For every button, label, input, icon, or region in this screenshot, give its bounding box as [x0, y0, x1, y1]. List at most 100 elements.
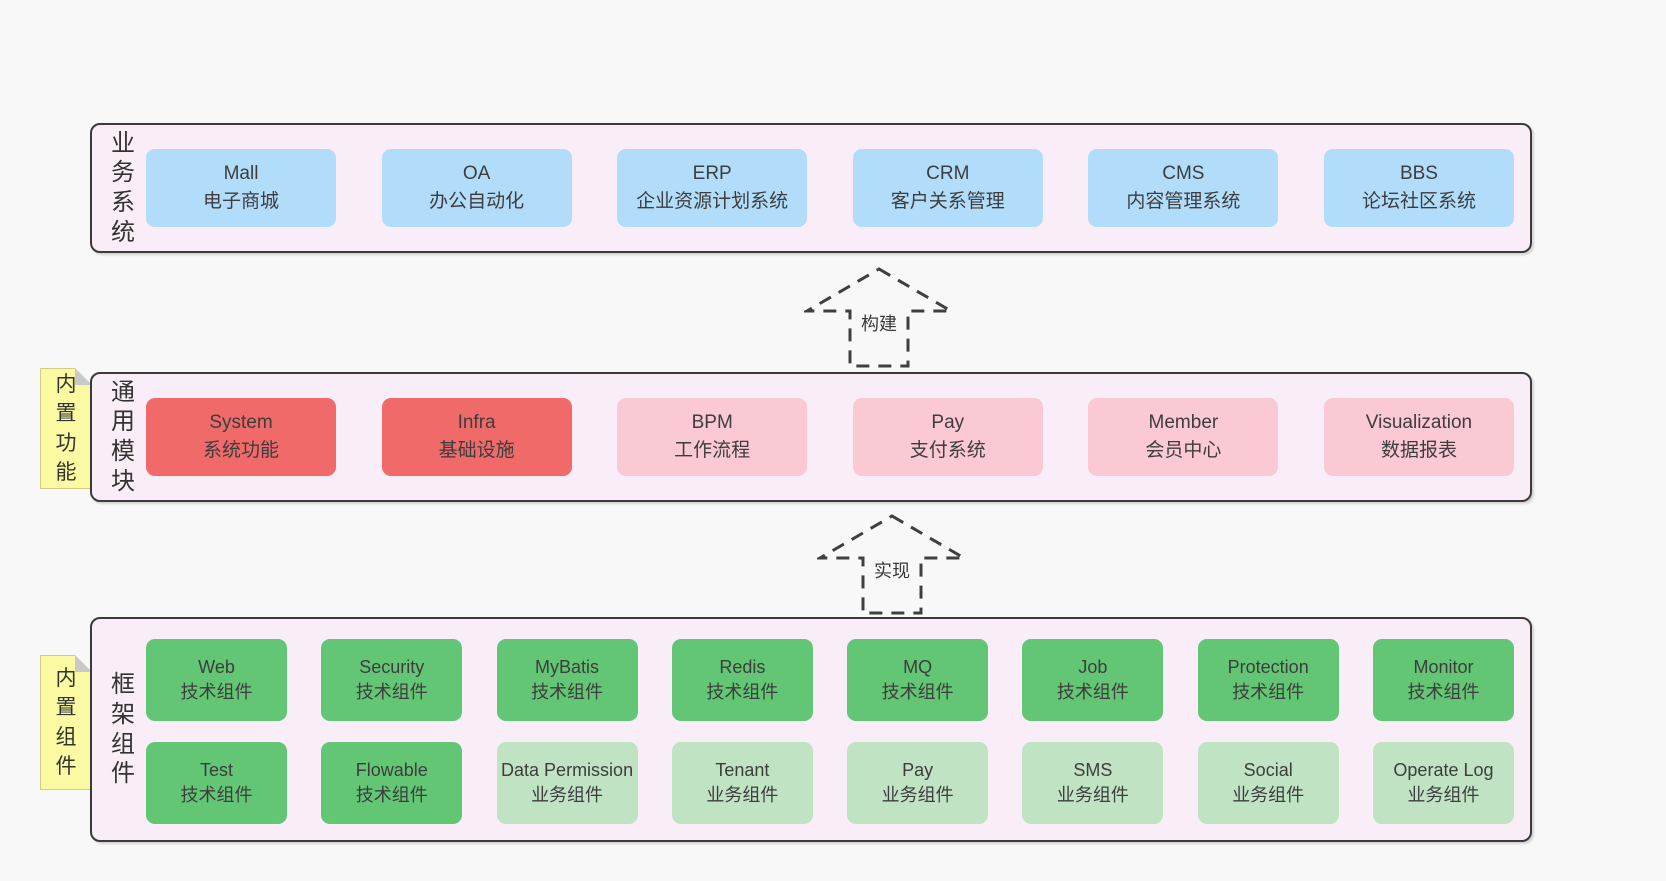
box-sms: SMS 业务组件: [1022, 742, 1164, 824]
box-monitor: Monitor 技术组件: [1372, 639, 1514, 721]
box-test: Test 技术组件: [146, 742, 287, 824]
box-tenant: Tenant 业务组件: [671, 742, 813, 824]
box-title: Flowable: [355, 760, 428, 781]
box-mq: MQ 技术组件: [847, 639, 989, 721]
arrow-build: 构建: [804, 266, 954, 369]
box-title: Visualization: [1365, 412, 1473, 434]
box-title: Mall: [223, 163, 259, 185]
box-cms: CMS 内容管理系统: [1088, 149, 1279, 227]
box-system: System 系统功能: [146, 398, 336, 476]
box-title: Pay: [902, 760, 934, 781]
band-label-text: 框架组件: [111, 671, 135, 788]
box-data-permission: Data Permission 业务组件: [496, 742, 638, 824]
box-job: Job 技术组件: [1022, 639, 1164, 721]
box-subtitle: 技术组件: [355, 682, 428, 702]
box-subtitle: 基础设施: [438, 440, 515, 461]
framework-row-1: Web 技术组件 Security 技术组件 MyBatis 技术组件 Redi…: [146, 639, 1514, 721]
box-title: Member: [1148, 412, 1219, 434]
box-title: Infra: [457, 412, 496, 434]
box-operate-log: Operate Log 业务组件: [1372, 742, 1514, 824]
box-security: Security 技术组件: [321, 639, 463, 721]
box-subtitle: 数据报表: [1380, 440, 1457, 461]
band-label-common-modules: 通用模块: [105, 374, 141, 500]
box-subtitle: 业务组件: [1407, 785, 1480, 805]
box-subtitle: 技术组件: [531, 682, 604, 702]
business-boxes: Mall 电子商城 OA 办公自动化 ERP 企业资源计划系统 CRM 客户关系…: [146, 125, 1514, 251]
box-title: Web: [198, 657, 235, 678]
box-title: Security: [359, 657, 425, 678]
box-title: Data Permission: [501, 760, 634, 781]
box-title: Operate Log: [1393, 760, 1494, 781]
band-common-modules: 通用模块 System 系统功能 Infra 基础设施 BPM 工作流程 Pay…: [90, 372, 1532, 502]
sticky-note-built-in-components: 内置组件: [40, 655, 92, 790]
box-title: Pay: [931, 412, 965, 434]
box-title: Monitor: [1413, 657, 1474, 678]
box-mall: Mall 电子商城: [146, 149, 336, 227]
box-web: Web 技术组件: [146, 639, 287, 721]
box-title: MQ: [903, 657, 933, 678]
band-label-text: 通用模块: [111, 378, 135, 495]
box-member: Member 会员中心: [1088, 398, 1279, 476]
box-subtitle: 支付系统: [909, 440, 986, 461]
box-erp: ERP 企业资源计划系统: [617, 149, 808, 227]
box-flowable: Flowable 技术组件: [321, 742, 463, 824]
box-oa: OA 办公自动化: [381, 149, 572, 227]
box-crm: CRM 客户关系管理: [852, 149, 1043, 227]
box-subtitle: 论坛社区系统: [1361, 191, 1476, 212]
box-title: Job: [1078, 657, 1108, 678]
band-label-business-systems: 业务系统: [105, 125, 141, 251]
box-subtitle: 系统功能: [202, 440, 279, 461]
box-subtitle: 技术组件: [355, 785, 428, 805]
box-title: Test: [199, 760, 233, 781]
box-redis: Redis 技术组件: [671, 639, 813, 721]
box-subtitle: 技术组件: [1056, 682, 1129, 702]
box-subtitle: 业务组件: [1056, 785, 1129, 805]
box-title: CRM: [926, 163, 970, 185]
box-subtitle: 会员中心: [1145, 440, 1222, 461]
framework-row-2: Test 技术组件 Flowable 技术组件 Data Permission …: [146, 742, 1514, 824]
box-subtitle: 电子商城: [202, 191, 279, 212]
box-subtitle: 内容管理系统: [1126, 191, 1241, 212]
band-label-text: 业务系统: [111, 129, 135, 246]
sticky-note-built-in-features: 内置功能: [40, 368, 92, 489]
box-title: OA: [462, 163, 491, 185]
box-title: SMS: [1073, 760, 1113, 781]
box-title: Social: [1243, 760, 1293, 781]
box-title: MyBatis: [535, 657, 600, 678]
band-business-systems: 业务系统 Mall 电子商城 OA 办公自动化 ERP 企业资源计划系统 CRM…: [90, 123, 1532, 253]
box-pay-module: Pay 支付系统: [852, 398, 1043, 476]
box-subtitle: 技术组件: [180, 785, 253, 805]
box-subtitle: 业务组件: [706, 785, 779, 805]
box-subtitle: 业务组件: [531, 785, 604, 805]
band-label-framework-components: 框架组件: [105, 619, 141, 840]
box-social: Social 业务组件: [1197, 742, 1339, 824]
box-protection: Protection 技术组件: [1197, 639, 1339, 721]
module-boxes: System 系统功能 Infra 基础设施 BPM 工作流程 Pay 支付系统…: [146, 374, 1514, 500]
box-subtitle: 技术组件: [1407, 682, 1480, 702]
arrow-label: 构建: [857, 310, 901, 336]
box-title: Protection: [1227, 657, 1309, 678]
box-subtitle: 客户关系管理: [890, 191, 1005, 212]
box-title: BBS: [1399, 163, 1438, 185]
box-subtitle: 企业资源计划系统: [636, 191, 789, 212]
box-title: Tenant: [715, 760, 770, 781]
band-framework-components: 框架组件 Web 技术组件 Security 技术组件 MyBatis 技术组件…: [90, 617, 1532, 842]
box-mybatis: MyBatis 技术组件: [496, 639, 638, 721]
box-title: Redis: [719, 657, 766, 678]
folded-corner-icon: [75, 368, 92, 385]
box-pay-component: Pay 业务组件: [847, 742, 989, 824]
box-title: System: [209, 412, 273, 434]
box-subtitle: 技术组件: [706, 682, 779, 702]
box-title: ERP: [692, 163, 732, 185]
folded-corner-icon: [75, 655, 92, 672]
box-subtitle: 工作流程: [674, 440, 751, 461]
note-text: 内置组件: [55, 666, 77, 778]
framework-rows: Web 技术组件 Security 技术组件 MyBatis 技术组件 Redi…: [146, 639, 1514, 824]
box-infra: Infra 基础设施: [381, 398, 572, 476]
box-bbs: BBS 论坛社区系统: [1323, 149, 1514, 227]
arrow-implement: 实现: [817, 513, 967, 616]
box-bpm: BPM 工作流程: [617, 398, 808, 476]
arrow-label: 实现: [870, 557, 914, 583]
box-subtitle: 业务组件: [1232, 785, 1305, 805]
